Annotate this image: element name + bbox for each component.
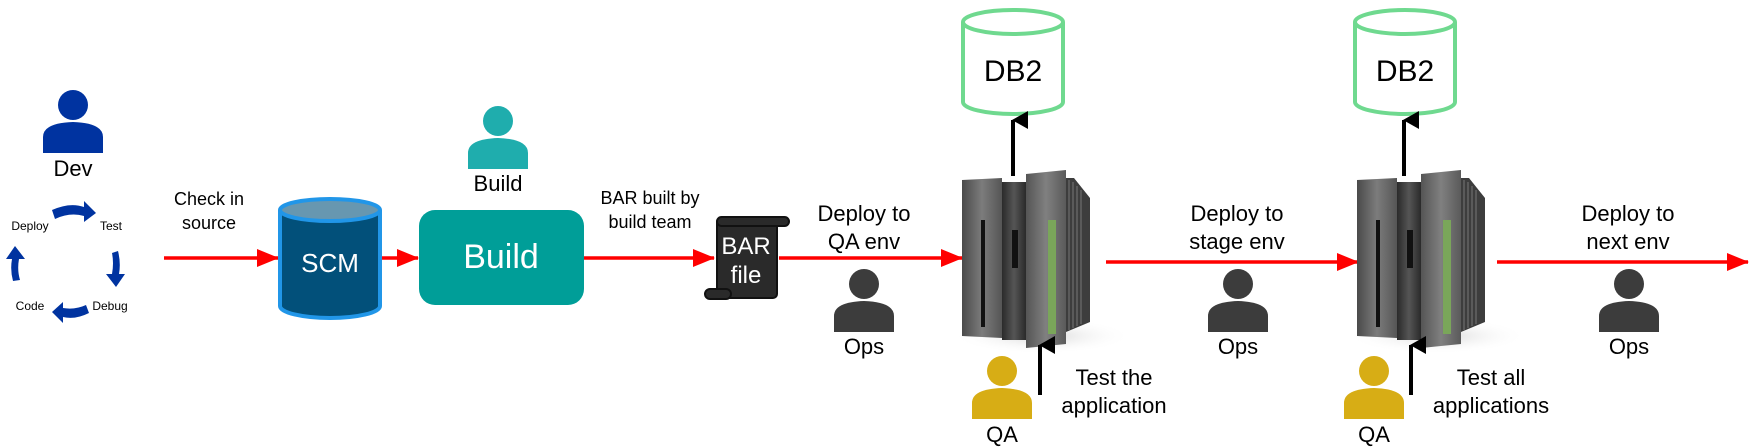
ops-person-icon-stage xyxy=(1208,269,1268,332)
test-text-qa-line1: Test the xyxy=(1075,365,1152,390)
cycle-arrow-code-to-deploy-icon xyxy=(6,246,25,281)
cycle-arrow-deploy-to-test-icon xyxy=(52,201,96,222)
bar-file-label-line1: BAR xyxy=(721,233,770,260)
test-text-stage-line1: Test all xyxy=(1457,365,1525,390)
ops-label-next: Ops xyxy=(1609,334,1649,359)
cycle-label-test: Test xyxy=(100,219,123,233)
deploy-stage-label-line1: Deploy to xyxy=(1191,201,1284,226)
build-box-label: Build xyxy=(463,238,539,276)
qa-person-icon-2 xyxy=(1344,356,1404,419)
check-in-label-line2: source xyxy=(182,213,236,233)
ops-person-icon-qa xyxy=(834,269,894,332)
server-status-led xyxy=(1048,220,1056,334)
cycle-label-deploy: Deploy xyxy=(11,219,48,233)
cycle-arrow-debug-to-code-icon xyxy=(52,302,89,323)
db2-label-stage: DB2 xyxy=(1376,55,1434,88)
cycle-label-debug: Debug xyxy=(92,299,127,313)
db2-database-stage[interactable]: DB2 xyxy=(1353,8,1457,116)
server-side-fins xyxy=(1461,178,1485,332)
db2-label-qa: DB2 xyxy=(984,55,1042,88)
bar-built-label-line1: BAR built by xyxy=(600,188,699,208)
test-text-stage-line2: applications xyxy=(1433,393,1549,418)
qa-label-2: QA xyxy=(1358,422,1390,447)
stage-environment: DB2 QA Test all applications xyxy=(1344,8,1549,447)
qa-environment: DB2 QA Test the application xyxy=(952,8,1167,447)
deploy-qa-label-line2: QA env xyxy=(828,229,900,254)
server-status-led xyxy=(1443,220,1451,334)
server-side-fins xyxy=(1066,178,1090,332)
build-person-icon xyxy=(468,106,528,169)
ops-label-qa: Ops xyxy=(844,334,884,359)
build-stage-box[interactable]: Build xyxy=(419,210,584,305)
build-role-label: Build xyxy=(474,171,523,196)
qa-label-1: QA xyxy=(986,422,1018,447)
scm-repository[interactable]: SCM xyxy=(278,197,382,320)
bar-file-label-line2: file xyxy=(731,262,762,289)
ops-person-icon-next xyxy=(1599,269,1659,332)
bar-built-label-line2: build team xyxy=(608,212,691,232)
bar-scroll-top xyxy=(716,216,790,227)
deploy-qa-label-line1: Deploy to xyxy=(818,201,911,226)
deploy-stage-label-line2: stage env xyxy=(1189,229,1284,254)
scm-label: SCM xyxy=(301,248,359,278)
check-in-label-line1: Check in xyxy=(174,189,244,209)
ops-label-stage: Ops xyxy=(1218,334,1258,359)
cycle-arrow-test-to-debug-icon xyxy=(106,251,125,287)
dev-section: Dev Deploy Test Debug Code xyxy=(6,90,128,323)
dev-person-icon xyxy=(43,90,103,153)
test-text-qa-line2: application xyxy=(1061,393,1166,418)
qa-person-icon-1 xyxy=(972,356,1032,419)
server-slot xyxy=(981,220,985,327)
cycle-label-code: Code xyxy=(16,299,45,313)
qa-server[interactable] xyxy=(952,170,1132,354)
dev-cycle xyxy=(6,201,125,323)
deploy-next-label-line2: next env xyxy=(1586,229,1669,254)
stage-server[interactable] xyxy=(1347,170,1527,354)
bar-scroll-bottom xyxy=(704,288,732,300)
dev-role-label: Dev xyxy=(53,156,92,181)
bar-file[interactable]: BAR file xyxy=(704,216,790,300)
scm-cylinder-top xyxy=(278,197,382,223)
db2-database-qa[interactable]: DB2 xyxy=(961,8,1065,116)
server-slot xyxy=(1376,220,1380,327)
deploy-next-label-line1: Deploy to xyxy=(1582,201,1675,226)
